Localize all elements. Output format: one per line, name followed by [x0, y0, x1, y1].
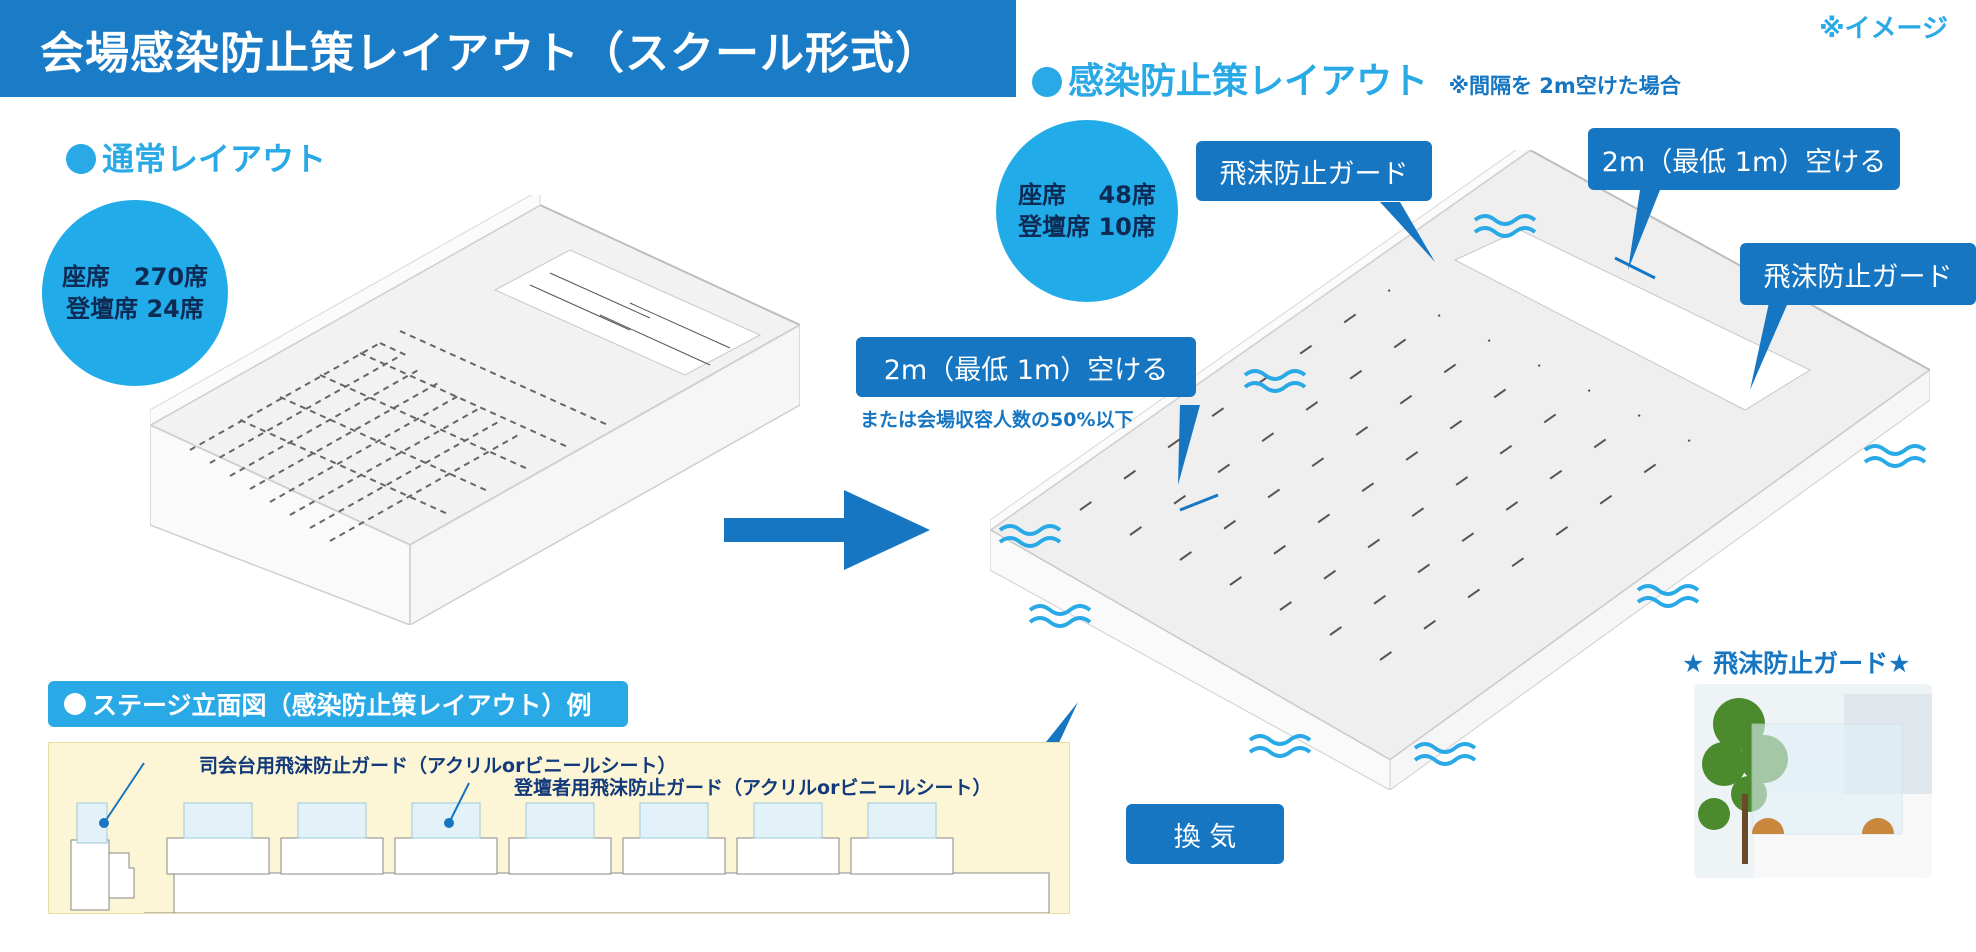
normal-layout-heading-text: 通常レイアウト — [102, 140, 327, 178]
guard-photo-image — [1694, 684, 1932, 878]
normal-layout-heading: 通常レイアウト — [66, 134, 326, 180]
spacing-arrow-icon — [1179, 493, 1219, 512]
covid-layout-heading-text: 感染防止策レイアウト — [1068, 61, 1429, 102]
stage-elevation-panel: 司会台用飛沫防止ガード（アクリルorビニールシート） 登壇者用飛沫防止ガード（ア… — [48, 742, 1070, 914]
stage-elevation-drawing — [70, 762, 1050, 913]
covid-heading-note: ※間隔を 2m空けた場合 — [1448, 74, 1681, 98]
normal-seat-count: 座席 270席 — [61, 263, 209, 291]
bullet-icon — [64, 693, 86, 715]
covid-stage-seat-count: 登壇席 10席 — [1018, 213, 1156, 241]
covid-layout-heading: 感染防止策レイアウト ※間隔を 2m空けた場合 — [1032, 52, 1681, 104]
panel-guard-note: 登壇者用飛沫防止ガード（アクリルorビニールシート） — [514, 777, 992, 799]
normal-layout-illustration — [150, 195, 800, 625]
covid-seat-count-badge: 座席 48席 登壇席 10席 — [996, 120, 1178, 302]
covid-layout-illustration — [990, 150, 1930, 790]
guard-photo-title: ★ 飛沫防止ガード★ — [1682, 649, 1911, 678]
spacing-sub-note: または会場収容人数の50%以下 — [860, 409, 1134, 431]
guard-photo — [1694, 684, 1932, 878]
covid-seat-count: 座席 48席 — [1018, 181, 1156, 209]
normal-seat-count-badge: 座席 270席 登壇席 24席 — [42, 200, 228, 386]
stage-elevation-heading: ステージ立面図（感染防止策レイアウト）例 — [48, 681, 628, 727]
ventilation-wave-icon — [998, 214, 1927, 766]
spacing-label-top: 2m（最低 1m）空ける — [1588, 128, 1900, 190]
mc-guard-note: 司会台用飛沫防止ガード（アクリルorビニールシート） — [199, 755, 677, 777]
stage-elevation-heading-text: ステージ立面図（感染防止策レイアウト）例 — [92, 691, 592, 720]
normal-stage-seat-count: 登壇席 24席 — [66, 295, 204, 323]
bullet-icon — [1032, 67, 1062, 97]
guard-label-top: 飛沫防止ガード — [1196, 141, 1432, 201]
ventilation-label: 換 気 — [1126, 804, 1284, 864]
transition-arrow-icon — [724, 490, 930, 570]
bullet-icon — [66, 144, 96, 174]
page-title: 会場感染防止策レイアウト（スクール形式） — [0, 0, 1016, 97]
image-note: ※イメージ — [1819, 14, 1948, 44]
spacing-label-left: 2m（最低 1m）空ける — [856, 337, 1196, 397]
guard-label-right: 飛沫防止ガード — [1740, 243, 1976, 305]
